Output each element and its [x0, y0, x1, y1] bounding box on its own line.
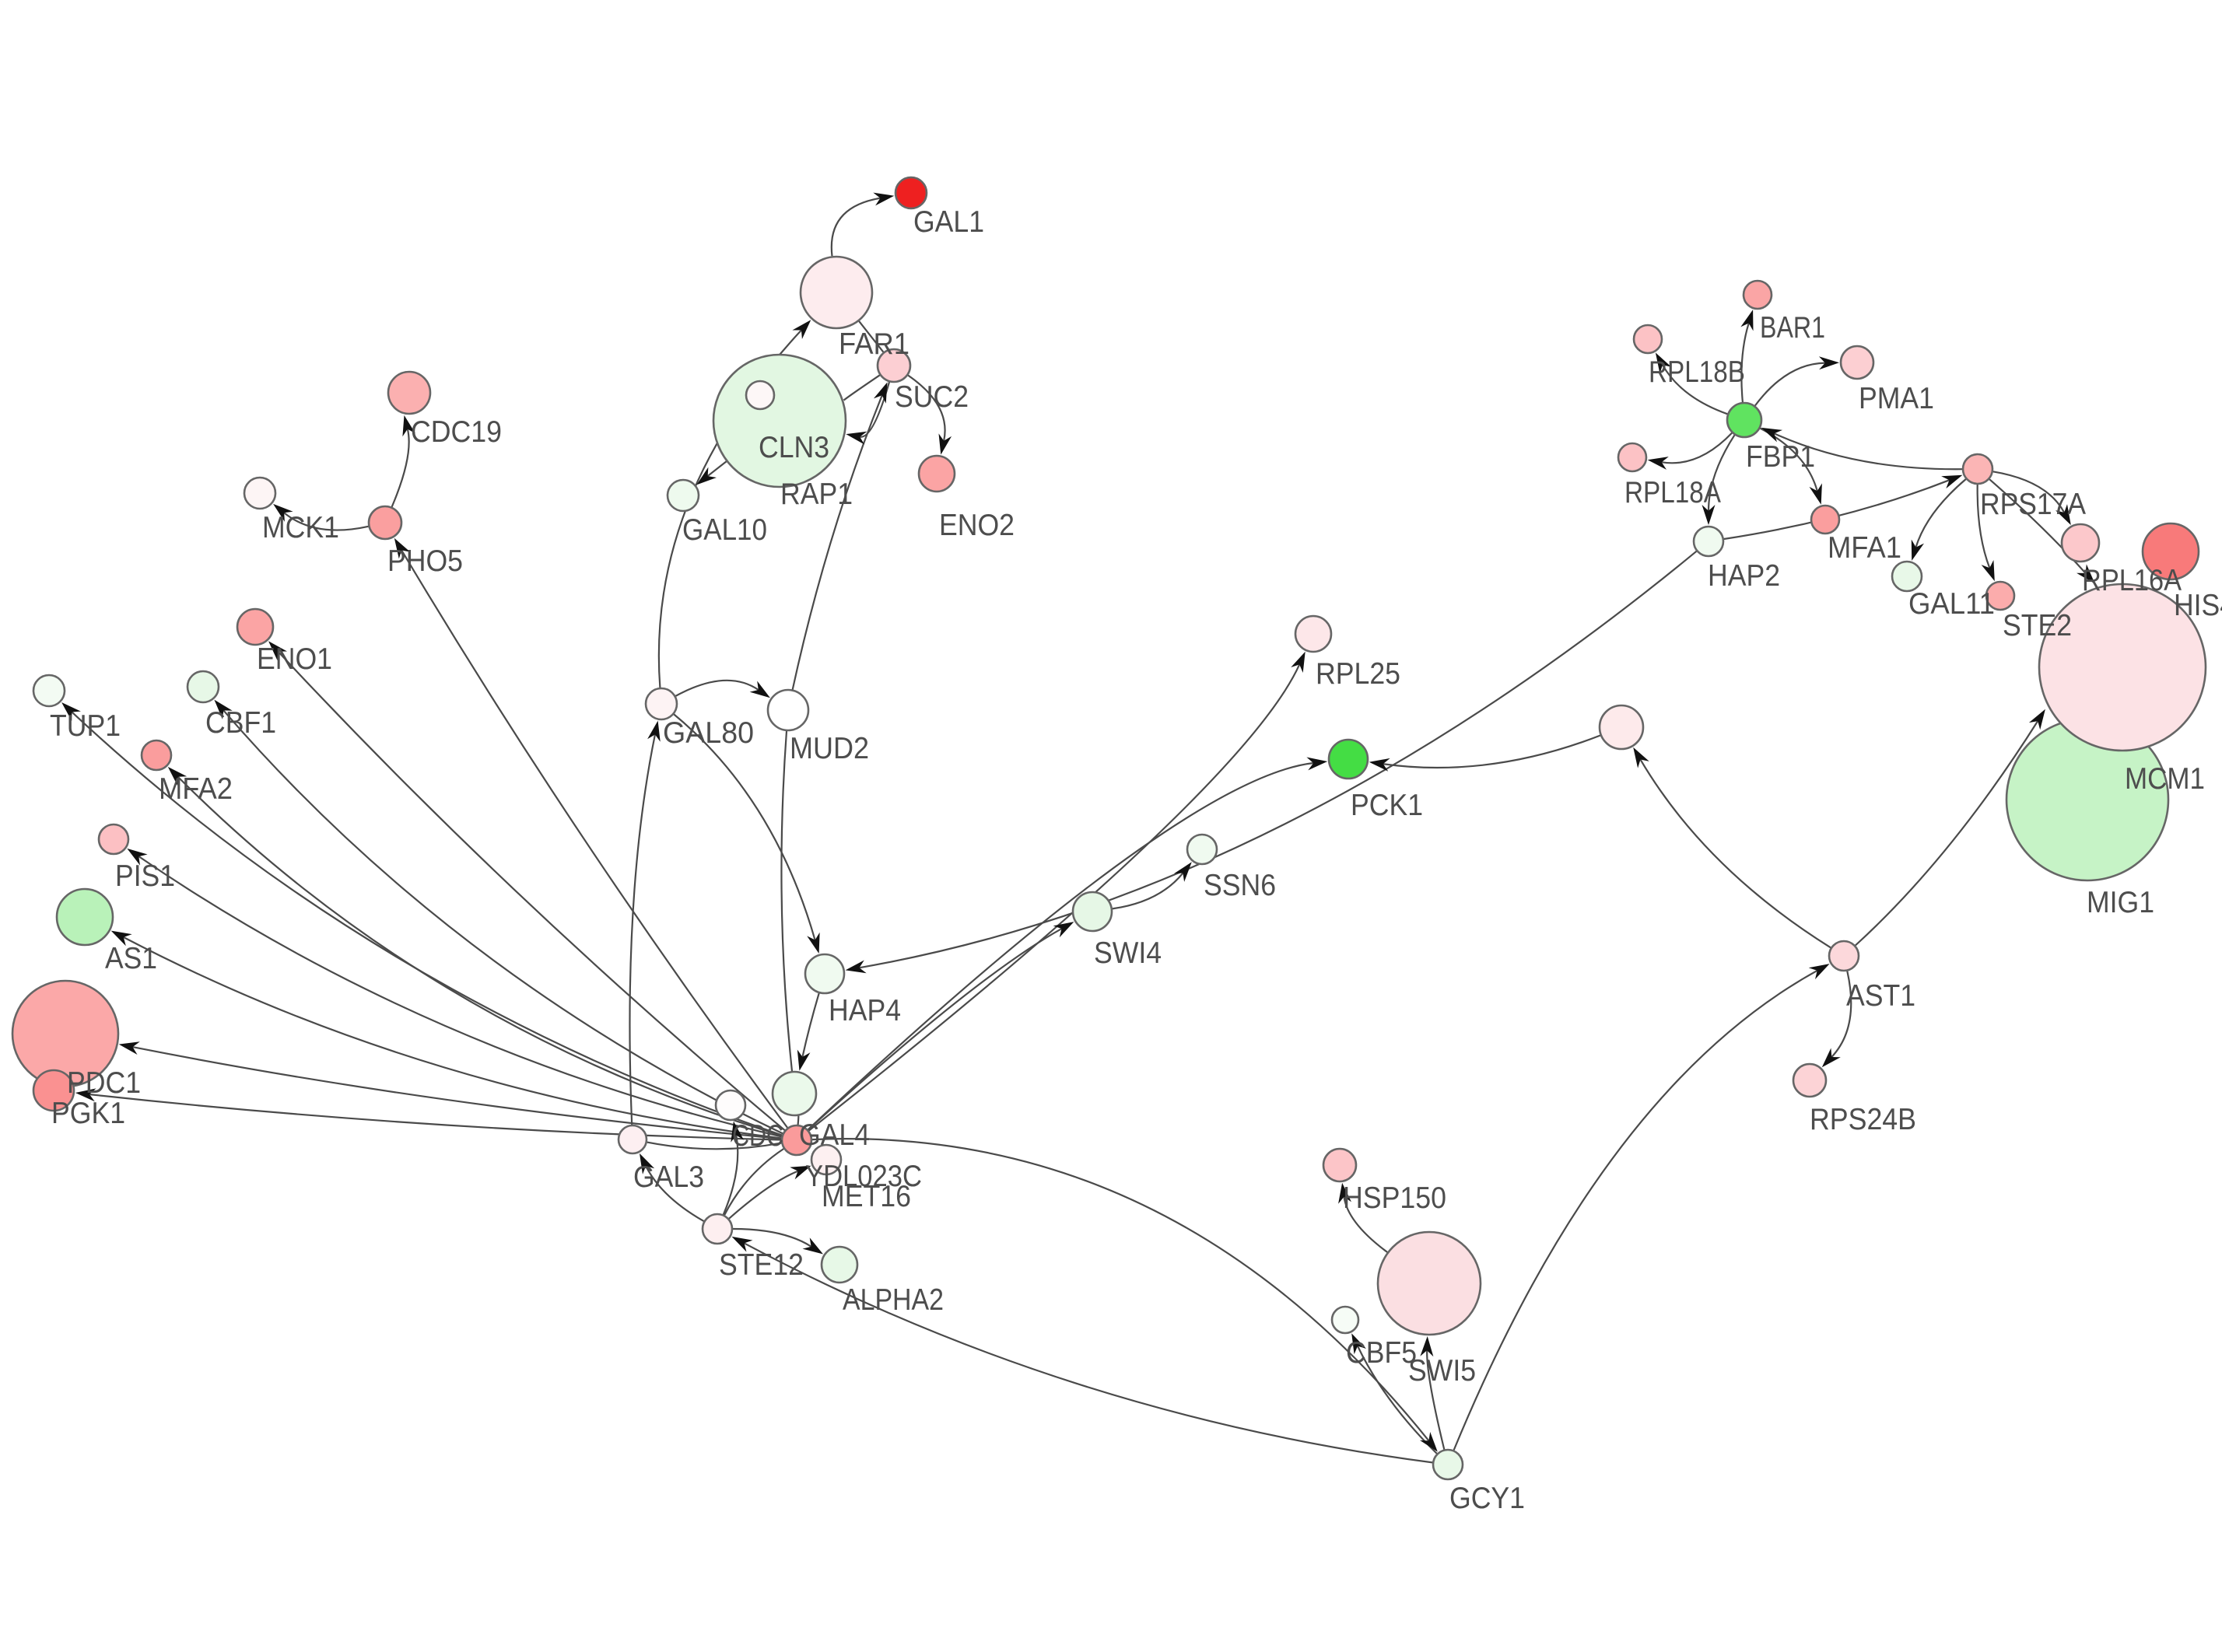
svg-text:GAL4: GAL4 — [799, 1118, 870, 1152]
svg-text:HIS4: HIS4 — [2174, 589, 2222, 622]
svg-text:YDL023C: YDL023C — [805, 1160, 922, 1193]
svg-text:RAP1: RAP1 — [780, 478, 853, 511]
svg-text:MFA1: MFA1 — [1828, 531, 1901, 565]
svg-text:CDC19: CDC19 — [411, 415, 502, 449]
svg-text:MFA2: MFA2 — [159, 772, 233, 806]
svg-text:ENO2: ENO2 — [939, 509, 1015, 542]
svg-text:STE2: STE2 — [2003, 609, 2072, 642]
svg-text:AS1: AS1 — [105, 942, 157, 975]
svg-text:RPL25: RPL25 — [1316, 657, 1400, 691]
svg-text:PGK1: PGK1 — [51, 1097, 125, 1130]
svg-text:GAL1: GAL1 — [913, 205, 984, 239]
svg-text:RPL18A: RPL18A — [1624, 476, 1721, 509]
svg-text:GCY1: GCY1 — [1449, 1482, 1525, 1515]
svg-text:RPS24B: RPS24B — [1810, 1103, 1916, 1136]
svg-text:CLN3: CLN3 — [759, 431, 829, 464]
svg-text:HAP4: HAP4 — [829, 994, 901, 1027]
svg-text:MCM1: MCM1 — [2125, 762, 2205, 796]
svg-text:SWI5: SWI5 — [1408, 1354, 1476, 1388]
svg-text:ENO1: ENO1 — [257, 642, 332, 676]
svg-text:PMA1: PMA1 — [1859, 382, 1934, 415]
svg-text:RPL16A: RPL16A — [2082, 564, 2182, 597]
svg-text:RPL18B: RPL18B — [1649, 355, 1745, 389]
svg-text:SUC2: SUC2 — [895, 380, 969, 414]
svg-text:AST1: AST1 — [1846, 979, 1915, 1013]
svg-text:CDC: CDC — [732, 1119, 783, 1153]
svg-text:MCK1: MCK1 — [262, 511, 339, 544]
svg-text:RPS17A: RPS17A — [1980, 488, 2086, 521]
svg-text:STE12: STE12 — [719, 1248, 804, 1282]
svg-text:ALPHA2: ALPHA2 — [843, 1283, 944, 1317]
svg-text:MET16: MET16 — [822, 1180, 911, 1213]
svg-text:SSN6: SSN6 — [1204, 869, 1276, 902]
svg-text:FAR1: FAR1 — [839, 327, 909, 361]
svg-text:PDC1: PDC1 — [67, 1066, 141, 1100]
svg-text:GAL80: GAL80 — [663, 716, 754, 750]
svg-text:SWI4: SWI4 — [1094, 936, 1162, 970]
svg-text:PHO5: PHO5 — [387, 544, 463, 578]
svg-text:MIG1: MIG1 — [2087, 886, 2154, 919]
svg-text:HAP2: HAP2 — [1708, 559, 1780, 593]
svg-text:FBP1: FBP1 — [1746, 440, 1815, 474]
svg-text:HSP150: HSP150 — [1343, 1181, 1446, 1215]
svg-text:PCK1: PCK1 — [1351, 789, 1423, 822]
svg-text:GAL11: GAL11 — [1908, 587, 1995, 621]
svg-text:CBF1: CBF1 — [205, 706, 276, 740]
svg-text:GAL3: GAL3 — [633, 1160, 704, 1194]
svg-text:BAR1: BAR1 — [1760, 311, 1825, 345]
svg-text:PIS1: PIS1 — [115, 859, 175, 893]
svg-text:MUD2: MUD2 — [790, 732, 869, 765]
svg-text:TUP1: TUP1 — [50, 709, 121, 743]
svg-text:CBF5: CBF5 — [1346, 1336, 1417, 1370]
svg-text:GAL10: GAL10 — [682, 513, 767, 547]
